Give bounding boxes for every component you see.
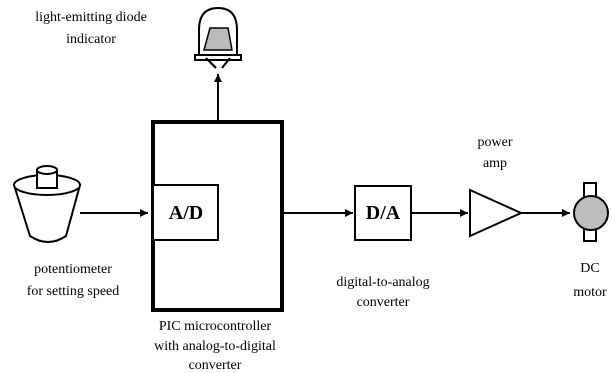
led-label-line2: indicator [66,32,116,47]
potentiometer-label-line2: for setting speed [27,284,120,299]
motor-label-line1: DC [580,261,599,276]
dac-label: D/A [366,202,401,224]
adc-label: A/D [169,202,203,224]
power-amp-icon [469,188,524,238]
adc-block [152,184,219,241]
microcontroller-label-line1: PIC microcontroller [159,319,272,334]
microcontroller-label-line3: converter [189,358,242,373]
motor-label-line2: motor [573,285,607,300]
potentiometer-label-line1: potentiometer [34,262,112,277]
dac-label-line2: converter [357,295,410,310]
power-amp-label-line1: power [478,135,513,150]
potentiometer-icon [12,165,82,243]
power-amp-label-line2: amp [483,156,507,171]
led-label-line1: light-emitting diode [35,10,147,25]
led-icon [194,6,242,69]
microcontroller-label-line2: with analog-to-digital [154,339,276,354]
dc-motor-icon [573,182,609,242]
dac-label-line1: digital-to-analog [336,275,429,290]
